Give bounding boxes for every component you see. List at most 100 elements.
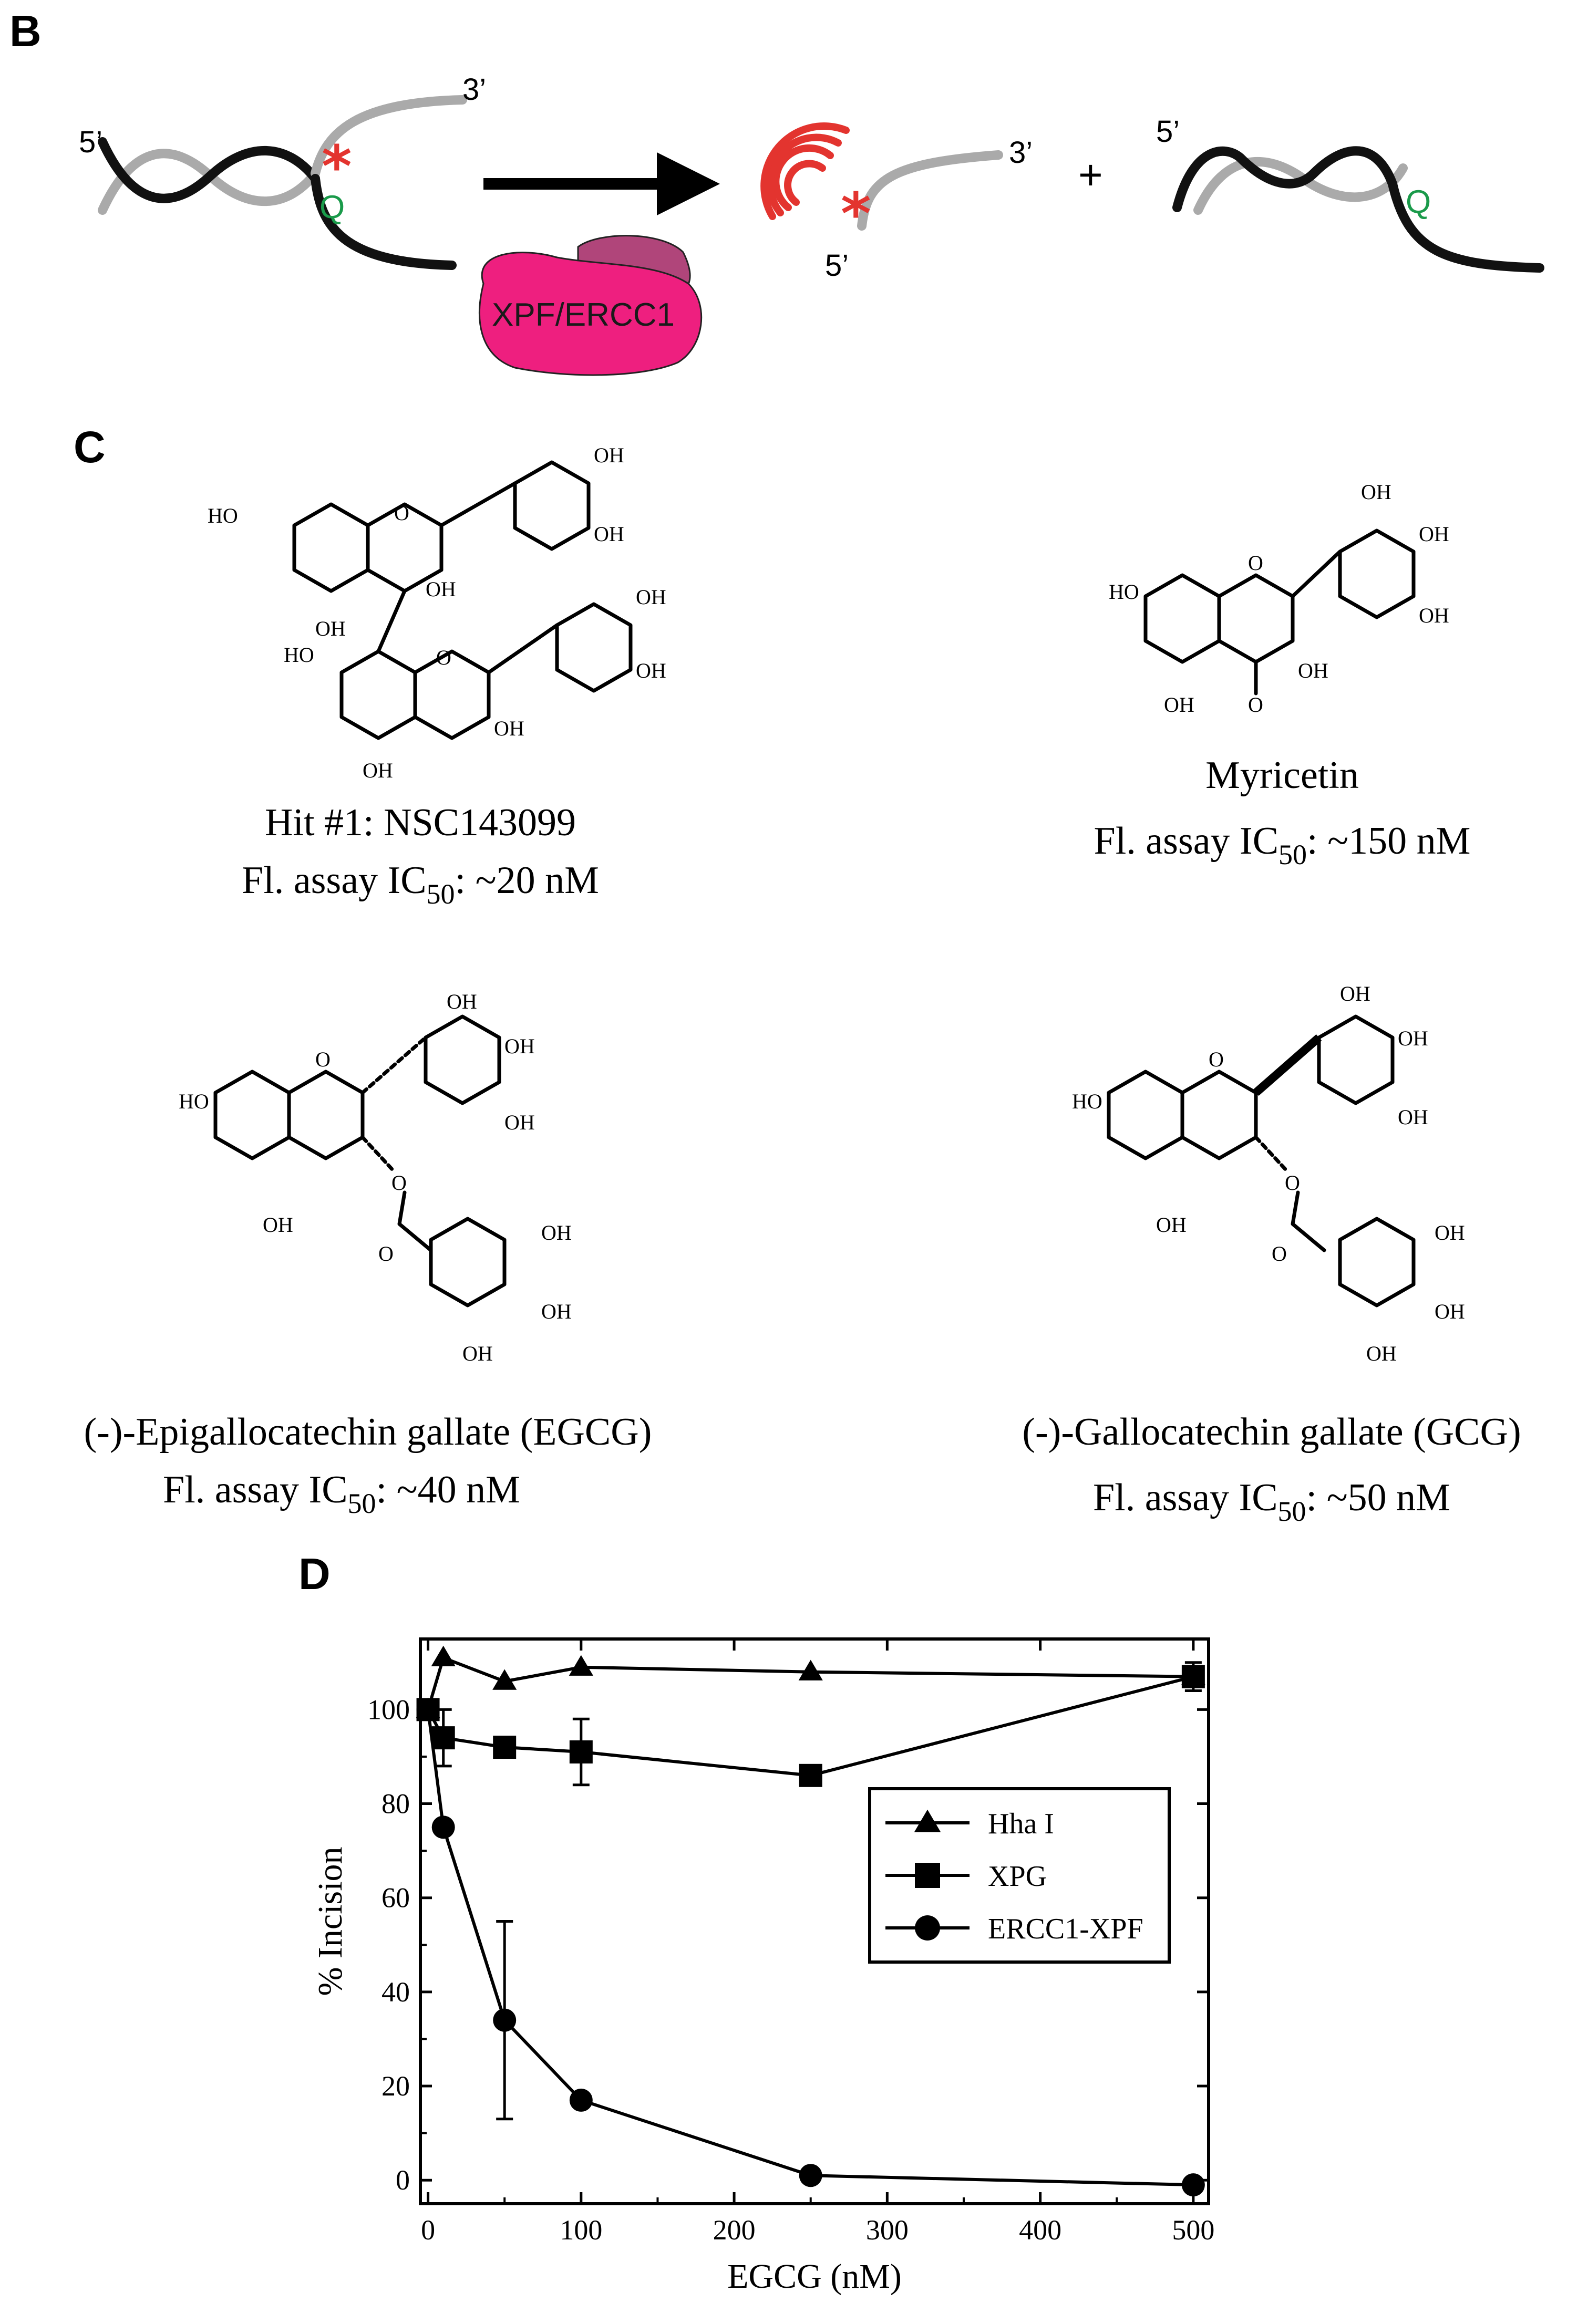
egcg-bond-c-b [360,1035,428,1095]
atom-oh-5: OH [636,585,666,609]
compound-1-name: Hit #1: NSC143099 [265,801,576,844]
compound-4-assay: Fl. assay IC50: ~50 nM [1093,1476,1450,1527]
series-layer [416,1645,1205,2197]
reaction-arrow [483,152,720,215]
myr-atom-oh-4: OH [1298,659,1328,682]
egcg-ring-a [213,1070,291,1160]
atom-oh-7: OH [494,717,524,740]
gcg-ester [1291,1190,1326,1252]
point-hha-i [492,1669,517,1690]
egcg-atom-o-ester: O [391,1171,407,1195]
myr-atom-ho: HO [1109,580,1139,604]
egcg-atom-oh-6: OH [541,1300,572,1323]
egcg-atom-oh-7: OH [462,1342,493,1365]
y-tick-label: 0 [396,2164,410,2196]
bond-interflavan [376,589,407,653]
legend-marker-xpg [915,1863,940,1888]
structure-nsc143099: HO O OH OH OH OH HO O OH OH OH OH [208,443,666,782]
product-duplex-5prime-label: 5’ [1156,115,1180,149]
atom-o-2: O [436,646,451,669]
product-duplex: 5’ Q [1156,115,1544,273]
myr-ring-a [1143,573,1221,664]
gcg-atom-oh-5: OH [1435,1221,1465,1244]
x-tick-label: 500 [1172,2214,1214,2246]
compound-4-name: (-)-Gallocatechin gallate (GCG) [1022,1410,1521,1454]
point-xpg [493,1736,517,1759]
compound-3-name: (-)-Epigallocatechin gallate (EGCG) [84,1410,652,1454]
quencher-label-right: Q [1406,184,1431,220]
gcg-ring-b [1317,1014,1395,1105]
series-line-xpg [426,1675,1194,1777]
gcg-atom-o-carbonyl: O [1272,1242,1287,1265]
egcg-ester [397,1190,433,1252]
plot-frame [419,1637,1210,2205]
myr-atom-o-ring: O [1248,551,1263,575]
y-tick-label: 40 [381,1976,410,2008]
point-ercc1-xpf [799,2164,822,2187]
gcg-atom-oh-7: OH [1366,1342,1397,1365]
enzyme-body [479,252,703,376]
y-tick-label: 60 [381,1882,410,1914]
gcg-atom-o-ester: O [1285,1171,1300,1195]
gcg-ring-d [1338,1217,1416,1308]
product-3prime-label: 3’ [1009,136,1033,170]
x-tick-label: 300 [866,2214,909,2246]
fluorophore-star-left: * [322,133,352,200]
legend-marker-hha-i [914,1809,941,1832]
plus-sign: + [1078,151,1103,198]
ring-a1 [292,502,370,593]
point-xpg [569,1740,593,1763]
myr-atom-o-carbonyl: O [1248,693,1263,717]
atom-oh-8: OH [363,759,393,782]
point-ercc1-xpf [416,1698,440,1721]
point-xpg [1181,1665,1205,1688]
point-ercc1-xpf [569,2088,593,2112]
myr-atom-oh-2: OH [1419,522,1449,546]
legend-label-ercc1-xpf: ERCC1-XPF [988,1913,1143,1945]
x-tick-label: 100 [560,2214,602,2246]
compound-1-assay: Fl. assay IC50: ~20 nM [242,859,599,910]
gcg-bond-c-b-wedge [1253,1034,1322,1096]
point-hha-i [569,1655,593,1676]
myr-atom-oh-1: OH [1361,480,1391,504]
arrow-head [657,152,720,215]
point-ercc1-xpf [493,2008,517,2032]
series-hha-i [416,1645,1205,1718]
x-tick-label: 0 [421,2214,435,2246]
gcg-atom-oh-2: OH [1398,1026,1428,1050]
bond-c1-b1 [439,481,517,527]
bond-c2-b2 [487,623,559,675]
ring-a2 [339,649,417,740]
atom-o-1: O [394,501,409,525]
y-tick-label: 80 [381,1788,410,1820]
ring-c2 [413,649,491,740]
compound-2-name: Myricetin [1205,754,1359,797]
fluorophore-star-right: * [841,180,871,247]
legend-label-hha-i: Hha I [988,1808,1054,1840]
gcg-atom-oh-1: OH [1340,982,1370,1005]
egcg-atom-oh-1: OH [447,990,477,1013]
compound-3-assay: Fl. assay IC50: ~40 nM [163,1468,520,1519]
gcg-atom-oh-4: OH [1156,1213,1187,1237]
substrate-duplex [98,95,467,270]
x-axis-title: EGCG (nM) [727,2257,902,2296]
atom-ho-2: HO [284,643,314,667]
myr-ring-b [1338,528,1416,619]
structure-myricetin: HO O OH OH OH OH O OH [1109,480,1449,717]
egcg-atom-oh-4: OH [263,1213,293,1237]
x-tick-label: 400 [1019,2214,1061,2246]
released-light-strand [857,150,1003,231]
egcg-ring-b [424,1014,501,1105]
released-product: * 3’ 5’ [760,122,1033,283]
quencher-label-left: Q [319,189,345,225]
product-dark-strand [1172,146,1544,273]
egcg-bond-c-o [360,1135,396,1174]
x-tick-label: 200 [713,2214,756,2246]
atom-oh-1: OH [594,443,624,467]
egcg-atom-o-carbonyl: O [378,1242,394,1265]
